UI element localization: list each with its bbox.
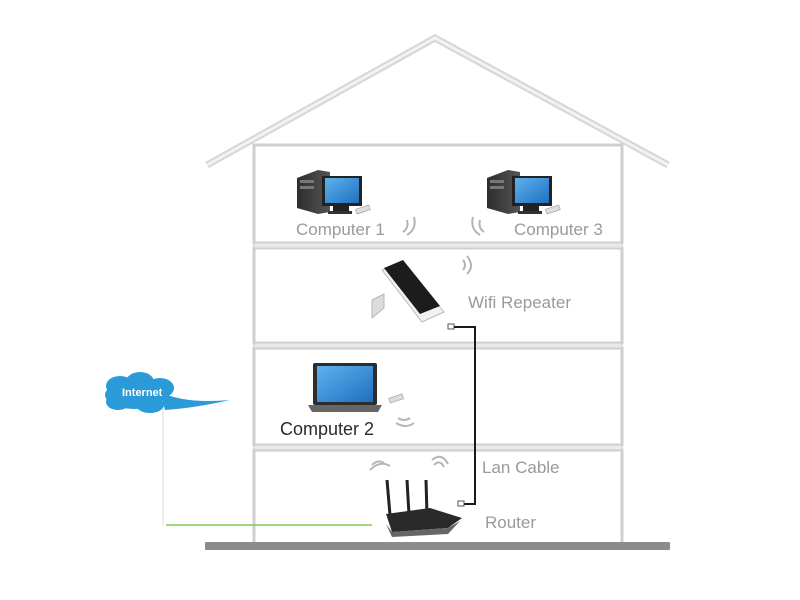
wifi-signal-icon xyxy=(471,216,485,236)
wifi-signal-icon xyxy=(395,417,415,427)
router-icon xyxy=(385,479,465,537)
house-roof xyxy=(205,34,670,169)
wifi-signal-icon xyxy=(431,455,449,468)
wifi-signal-icon xyxy=(402,216,416,236)
router-label: Router xyxy=(485,513,537,532)
computer-3-label: Computer 3 xyxy=(514,220,603,239)
internet-cloud xyxy=(105,372,230,413)
computer-2-label: Computer 2 xyxy=(280,419,375,439)
wifi-signal-icon xyxy=(462,255,472,275)
lan-cable xyxy=(454,326,476,505)
wifi-repeater-icon xyxy=(371,260,455,330)
computer-3-icon xyxy=(487,170,561,215)
internet-line xyxy=(162,408,372,526)
ground-line xyxy=(205,542,670,550)
computer-1-label: Computer 1 xyxy=(296,220,385,239)
internet-cloud-label: Internet xyxy=(122,387,163,399)
wifi-signal-icon xyxy=(369,460,391,471)
floor-slabs xyxy=(253,242,623,451)
computer-2-icon xyxy=(308,363,404,412)
computer-1-icon xyxy=(297,170,371,215)
wifi-repeater-label: Wifi Repeater xyxy=(468,293,571,312)
lan-cable-label: Lan Cable xyxy=(482,458,560,477)
